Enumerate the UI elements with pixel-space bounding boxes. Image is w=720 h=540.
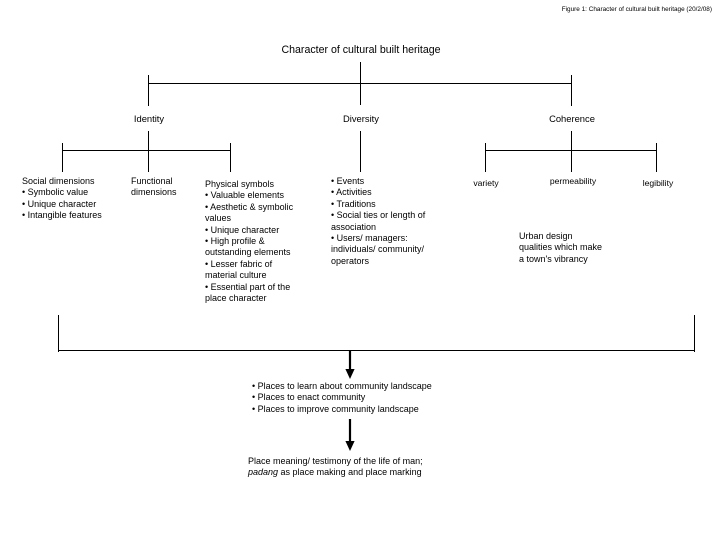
coherence-note: Urban design qualities which make a town… (519, 231, 603, 264)
diversity-bullet-1: • Events (331, 176, 365, 186)
branch-label-diversity: Diversity (343, 113, 379, 124)
diversity-bullet-4: • Social ties or length of association (331, 210, 428, 232)
identity-child-physical-heading: Physical symbols (205, 179, 275, 189)
outcome-bullet-1: • Places to learn about community landsc… (252, 381, 432, 391)
identity-child-physical-bullet-2: • Aesthetic & symbolic values (205, 201, 296, 224)
identity-child-physical-bullet-5: • Lesser fabric of material culture (205, 258, 275, 281)
conclusion-italic-term: padang (248, 467, 279, 478)
outcome-bullet-3: • Places to improve community landscape (252, 403, 419, 414)
coherence-child-variety: variety (473, 178, 499, 188)
diversity-child-list: • Events • Activities • Traditions • Soc… (331, 176, 453, 267)
diversity-bullet-3: • Traditions (331, 198, 376, 209)
conclusion-line-1: Place meaning/ testimony of the life of … (248, 456, 423, 466)
identity-child-functional-heading: Functional dimensions (131, 176, 177, 198)
conclusion-line-2: padang as place making and place marking (248, 467, 468, 478)
identity-child-social-bullet-2: • Unique character (22, 198, 97, 209)
branch-label-identity: Identity (133, 113, 165, 124)
identity-child-social: Social dimensions • Symbolic value • Uni… (22, 176, 126, 222)
diversity-bullet-2: • Activities (331, 187, 372, 198)
identity-child-social-bullet-3: • Intangible features (22, 210, 102, 221)
outcome-bullet-2: • Places to enact community (252, 392, 366, 403)
page-title: Character of cultural built heritage (281, 44, 441, 56)
identity-child-physical-bullet-3: • Unique character (205, 224, 280, 235)
identity-child-physical-bullet-6: • Essential part of the place character (205, 281, 293, 304)
identity-child-social-heading: Social dimensions (22, 176, 95, 186)
identity-child-physical-bullet-4: • High profile & outstanding elements (205, 236, 291, 258)
identity-child-physical: Physical symbols • Valuable elements • A… (205, 179, 305, 304)
conclusion-line-2-rest: as place making and place marking (278, 467, 422, 478)
identity-child-physical-bullet-1: • Valuable elements (205, 190, 285, 201)
identity-child-social-bullet-1: • Symbolic value (22, 187, 89, 198)
figure-caption: Figure 1: Character of cultural built he… (561, 6, 712, 13)
coherence-child-legibility: legibility (642, 178, 674, 188)
coherence-child-permeability: permeability (549, 176, 597, 186)
branch-label-coherence: Coherence (549, 113, 595, 124)
outcomes-list: • Places to learn about community landsc… (252, 381, 462, 415)
diversity-bullet-5: • Users/ managers: individuals/ communit… (331, 233, 427, 266)
arrow-to-conclusion-head (345, 441, 355, 451)
conclusion-block: Place meaning/ testimony of the life of … (248, 456, 468, 479)
arrow-to-outcomes-head (345, 369, 355, 379)
